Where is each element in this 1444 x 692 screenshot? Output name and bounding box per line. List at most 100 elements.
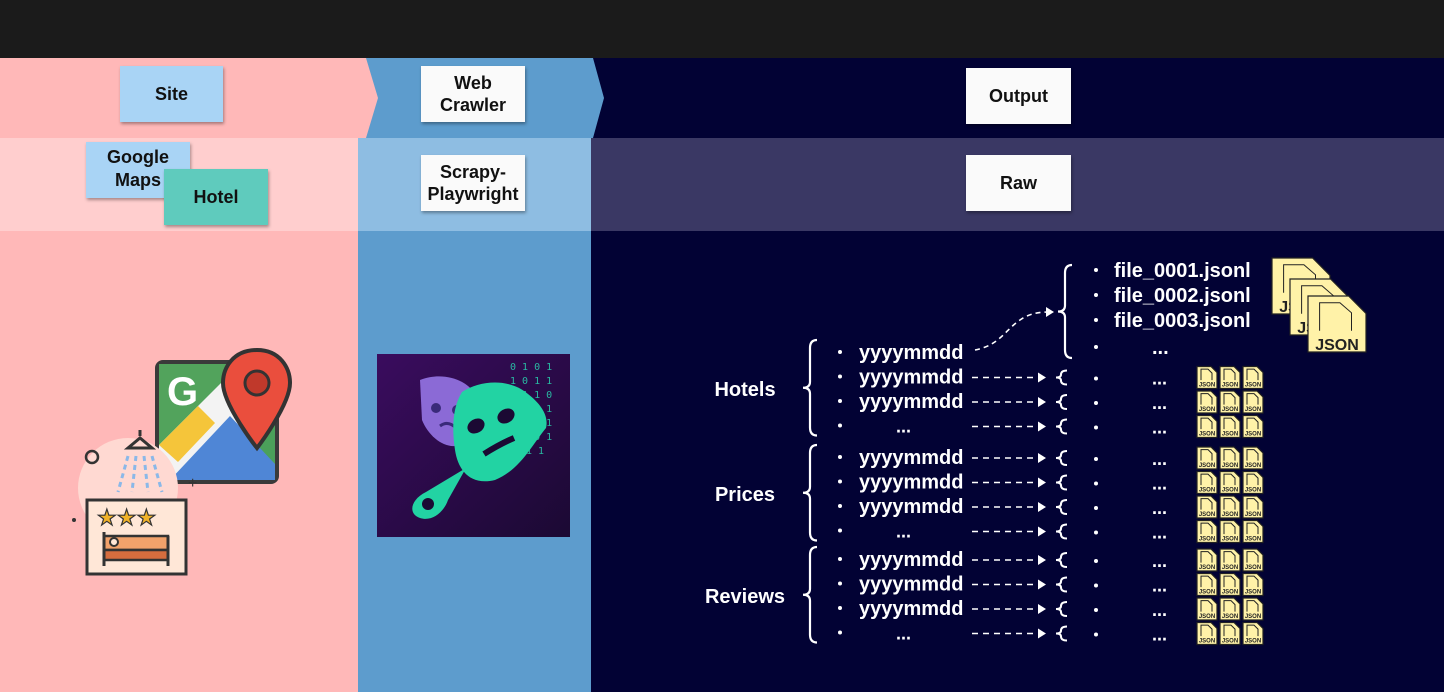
date-label: yyyymmdd (859, 598, 964, 620)
date-label: yyyymmdd (859, 472, 964, 494)
mini-json-icon-outline (1200, 600, 1213, 612)
folder-bullet (1094, 425, 1098, 430)
file-name: file_0002.jsonl (1114, 285, 1251, 307)
mini-json-icon-outline (1223, 575, 1236, 588)
date-bullet (838, 606, 842, 610)
mini-json-icon-label: JSON (1199, 407, 1215, 413)
date-label: yyyymmdd (859, 447, 964, 469)
date-arrow-head (1038, 372, 1046, 383)
mini-json-icon-outline (1246, 624, 1259, 637)
mini-json-icon-outline (1200, 522, 1213, 535)
file-bullet (1094, 345, 1098, 349)
folder-ellipsis: ... (1152, 576, 1167, 596)
date-bullet (838, 479, 842, 484)
mini-json-icon (1219, 390, 1241, 414)
file-arrow-head (1046, 307, 1054, 317)
mini-json-icon-outline (1223, 551, 1236, 563)
mini-json-icon-label: JSON (1199, 432, 1215, 438)
folder-bullet (1094, 481, 1098, 486)
folder-bullet (1094, 632, 1098, 637)
date-arrow-head (1038, 555, 1046, 565)
mini-json-icon-label: JSON (1222, 639, 1238, 645)
folder-bullet (1094, 530, 1098, 535)
folder-brace (1055, 523, 1068, 540)
file-ellipsis: ... (1152, 337, 1169, 359)
mini-json-icon-outline (1223, 368, 1236, 381)
folder-ellipsis: ... (1152, 498, 1167, 518)
folder-bullet (1094, 376, 1098, 381)
mini-json-icon (1219, 519, 1241, 544)
folder-bullet (1094, 608, 1098, 612)
raw-note: Raw (966, 155, 1071, 211)
mini-json-icon (1242, 414, 1264, 439)
mini-json-icon-label: JSON (1245, 565, 1261, 571)
date-bullet (838, 557, 842, 561)
mini-json-icon-label: JSON (1222, 537, 1238, 543)
mini-json-icon-label: JSON (1222, 590, 1238, 596)
folder-ellipsis: ... (1152, 418, 1167, 438)
raw-label: Raw (999, 172, 1037, 193)
folder-ellipsis: ... (1152, 393, 1167, 413)
date-arrow-head (1038, 579, 1046, 590)
group-brace (802, 338, 818, 437)
mini-json-icon-outline (1223, 600, 1236, 612)
folder-bullet (1094, 506, 1098, 510)
mini-json-icon-label: JSON (1245, 537, 1261, 543)
mini-json-icon-label: JSON (1199, 512, 1215, 518)
mini-json-icon-outline (1223, 498, 1236, 510)
mini-json-icon-label: JSON (1199, 565, 1215, 571)
output-header-label: Output (989, 85, 1048, 106)
folder-brace (1055, 552, 1068, 568)
site-header-label: Site (154, 83, 188, 104)
mini-json-icon-outline (1246, 368, 1259, 381)
mini-json-icon-outline (1246, 449, 1259, 461)
folder-bullet (1094, 457, 1098, 461)
date-label: yyyymmdd (859, 549, 964, 571)
mini-json-icon-label: JSON (1245, 590, 1261, 596)
mini-json-icon (1196, 597, 1218, 621)
mini-json-icon-outline (1200, 624, 1213, 637)
folder-ellipsis: ... (1152, 474, 1167, 494)
date-arrow-head (1038, 526, 1046, 537)
date-label: yyyymmdd (859, 574, 964, 596)
folder-ellipsis: ... (1152, 625, 1167, 645)
folder-ellipsis: ... (1152, 369, 1167, 389)
mini-json-icon-outline (1200, 551, 1213, 563)
mini-json-icon (1242, 572, 1264, 597)
scrapy-playwright-note: Scrapy- Playwright (421, 155, 525, 211)
group-brace (802, 443, 818, 542)
mini-json-icon-outline (1200, 498, 1213, 510)
mini-json-icon (1219, 470, 1241, 495)
date-bullet (838, 399, 842, 403)
site-chevron (358, 58, 378, 138)
mini-json-icon (1219, 414, 1241, 439)
mini-json-icon-outline (1223, 473, 1236, 486)
top-bar (0, 0, 1444, 58)
file-bullet (1094, 268, 1098, 272)
date-bullet (838, 504, 842, 508)
mini-json-icon (1242, 446, 1264, 470)
date-label: yyyymmdd (859, 391, 964, 413)
mini-json-icon (1196, 414, 1218, 439)
svg-text:★★★: ★★★ (97, 505, 156, 530)
date-arrow-head (1038, 628, 1046, 639)
folder-ellipsis: ... (1152, 523, 1167, 543)
mini-json-icon (1219, 597, 1241, 621)
mini-json-icon-outline (1246, 498, 1259, 510)
hotel-label: Hotel (193, 186, 239, 207)
mini-json-icon-label: JSON (1199, 639, 1215, 645)
crawler-header-note: Web Crawler (421, 66, 525, 122)
group-label: Prices (715, 484, 775, 506)
date-bullet (838, 581, 842, 586)
svg-text:1 0 1 1: 1 0 1 1 (510, 376, 552, 387)
date-ellipsis: ... (896, 417, 911, 437)
mini-json-icon-outline (1223, 449, 1236, 461)
mini-json-icon (1219, 446, 1241, 470)
folder-brace (1055, 576, 1068, 593)
mini-json-icon-label: JSON (1199, 590, 1215, 596)
json-file-icon-3-outline (1319, 302, 1352, 331)
hotel-icon: ★★★ + (72, 430, 197, 576)
folder-bullet (1094, 559, 1098, 563)
mini-json-icon-outline (1223, 417, 1236, 430)
output-header-note: Output (966, 68, 1071, 124)
